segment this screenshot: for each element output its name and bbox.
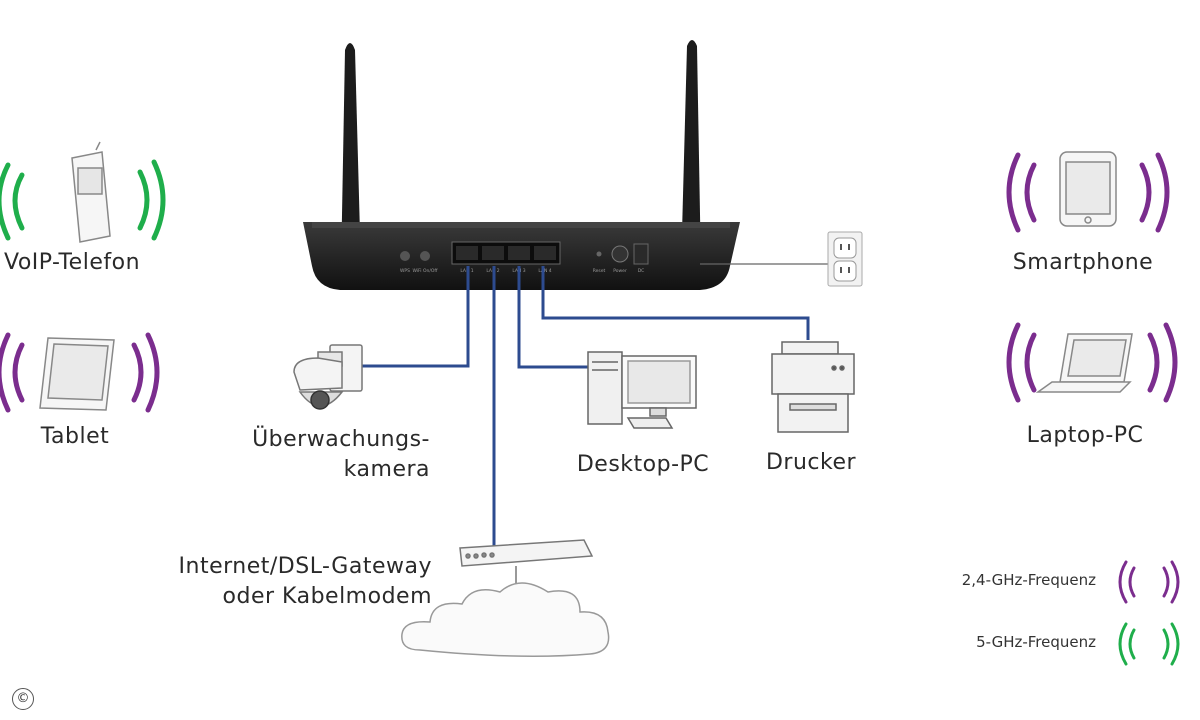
cable-printer [541,266,810,340]
label-smartphone: Smartphone [1012,250,1154,275]
laptop-icon [1035,333,1133,393]
router [303,222,740,290]
wall-outlet-icon [827,231,863,287]
desktop-pc-icon [587,351,697,429]
port-label-reset: Reset [593,268,606,274]
wifi-waves-voip [0,159,166,241]
label-desktop-pc: Desktop-PC [576,452,710,477]
voip-phone-icon [71,141,111,243]
cable-camera [362,266,470,368]
printer-icon [771,341,855,433]
legend-label-24ghz: 2,4-GHz-Frequenz [961,571,1096,589]
router-antenna-right [681,40,701,270]
surveillance-camera-icon [293,344,363,410]
tablet-icon [39,337,115,411]
wifi-waves-smartphone [1006,152,1170,233]
internet-cloud-icon [401,582,610,657]
smartphone-icon [1059,151,1117,227]
legend-icon-24ghz [1118,560,1180,604]
legend-icon-5ghz [1118,622,1180,666]
port-label-wifi: WiFi On/Off [412,268,438,274]
label-drucker: Drucker [765,450,857,475]
label-laptop-pc: Laptop-PC [1026,423,1144,448]
copyright-icon: © [12,688,34,710]
port-label-lan4: LAN 4 [538,268,551,274]
legend-label-5ghz: 5-GHz-Frequenz [976,633,1096,651]
wifi-waves-tablet [0,332,160,413]
label-gateway-line2: oder Kabelmodem [222,584,432,609]
cable-desktop [517,266,594,369]
wifi-waves-laptop [1006,322,1178,403]
label-camera-line2: kamera [343,457,430,482]
label-voip-telefon: VoIP-Telefon [3,250,141,275]
label-ueberwachungskamera: Überwachungs- kamera [252,425,430,485]
label-gateway-line1: Internet/DSL-Gateway [178,554,432,579]
gateway-modem-icon [459,539,594,596]
label-gateway: Internet/DSL-Gateway oder Kabelmodem [179,552,432,612]
label-tablet: Tablet [40,424,110,449]
port-label-dc: DC [638,268,645,274]
label-camera-line1: Überwachungs- [252,427,430,452]
port-label-wps: WPS [400,268,410,274]
router-antenna-left [341,43,361,270]
port-label-power: Power [613,268,627,274]
